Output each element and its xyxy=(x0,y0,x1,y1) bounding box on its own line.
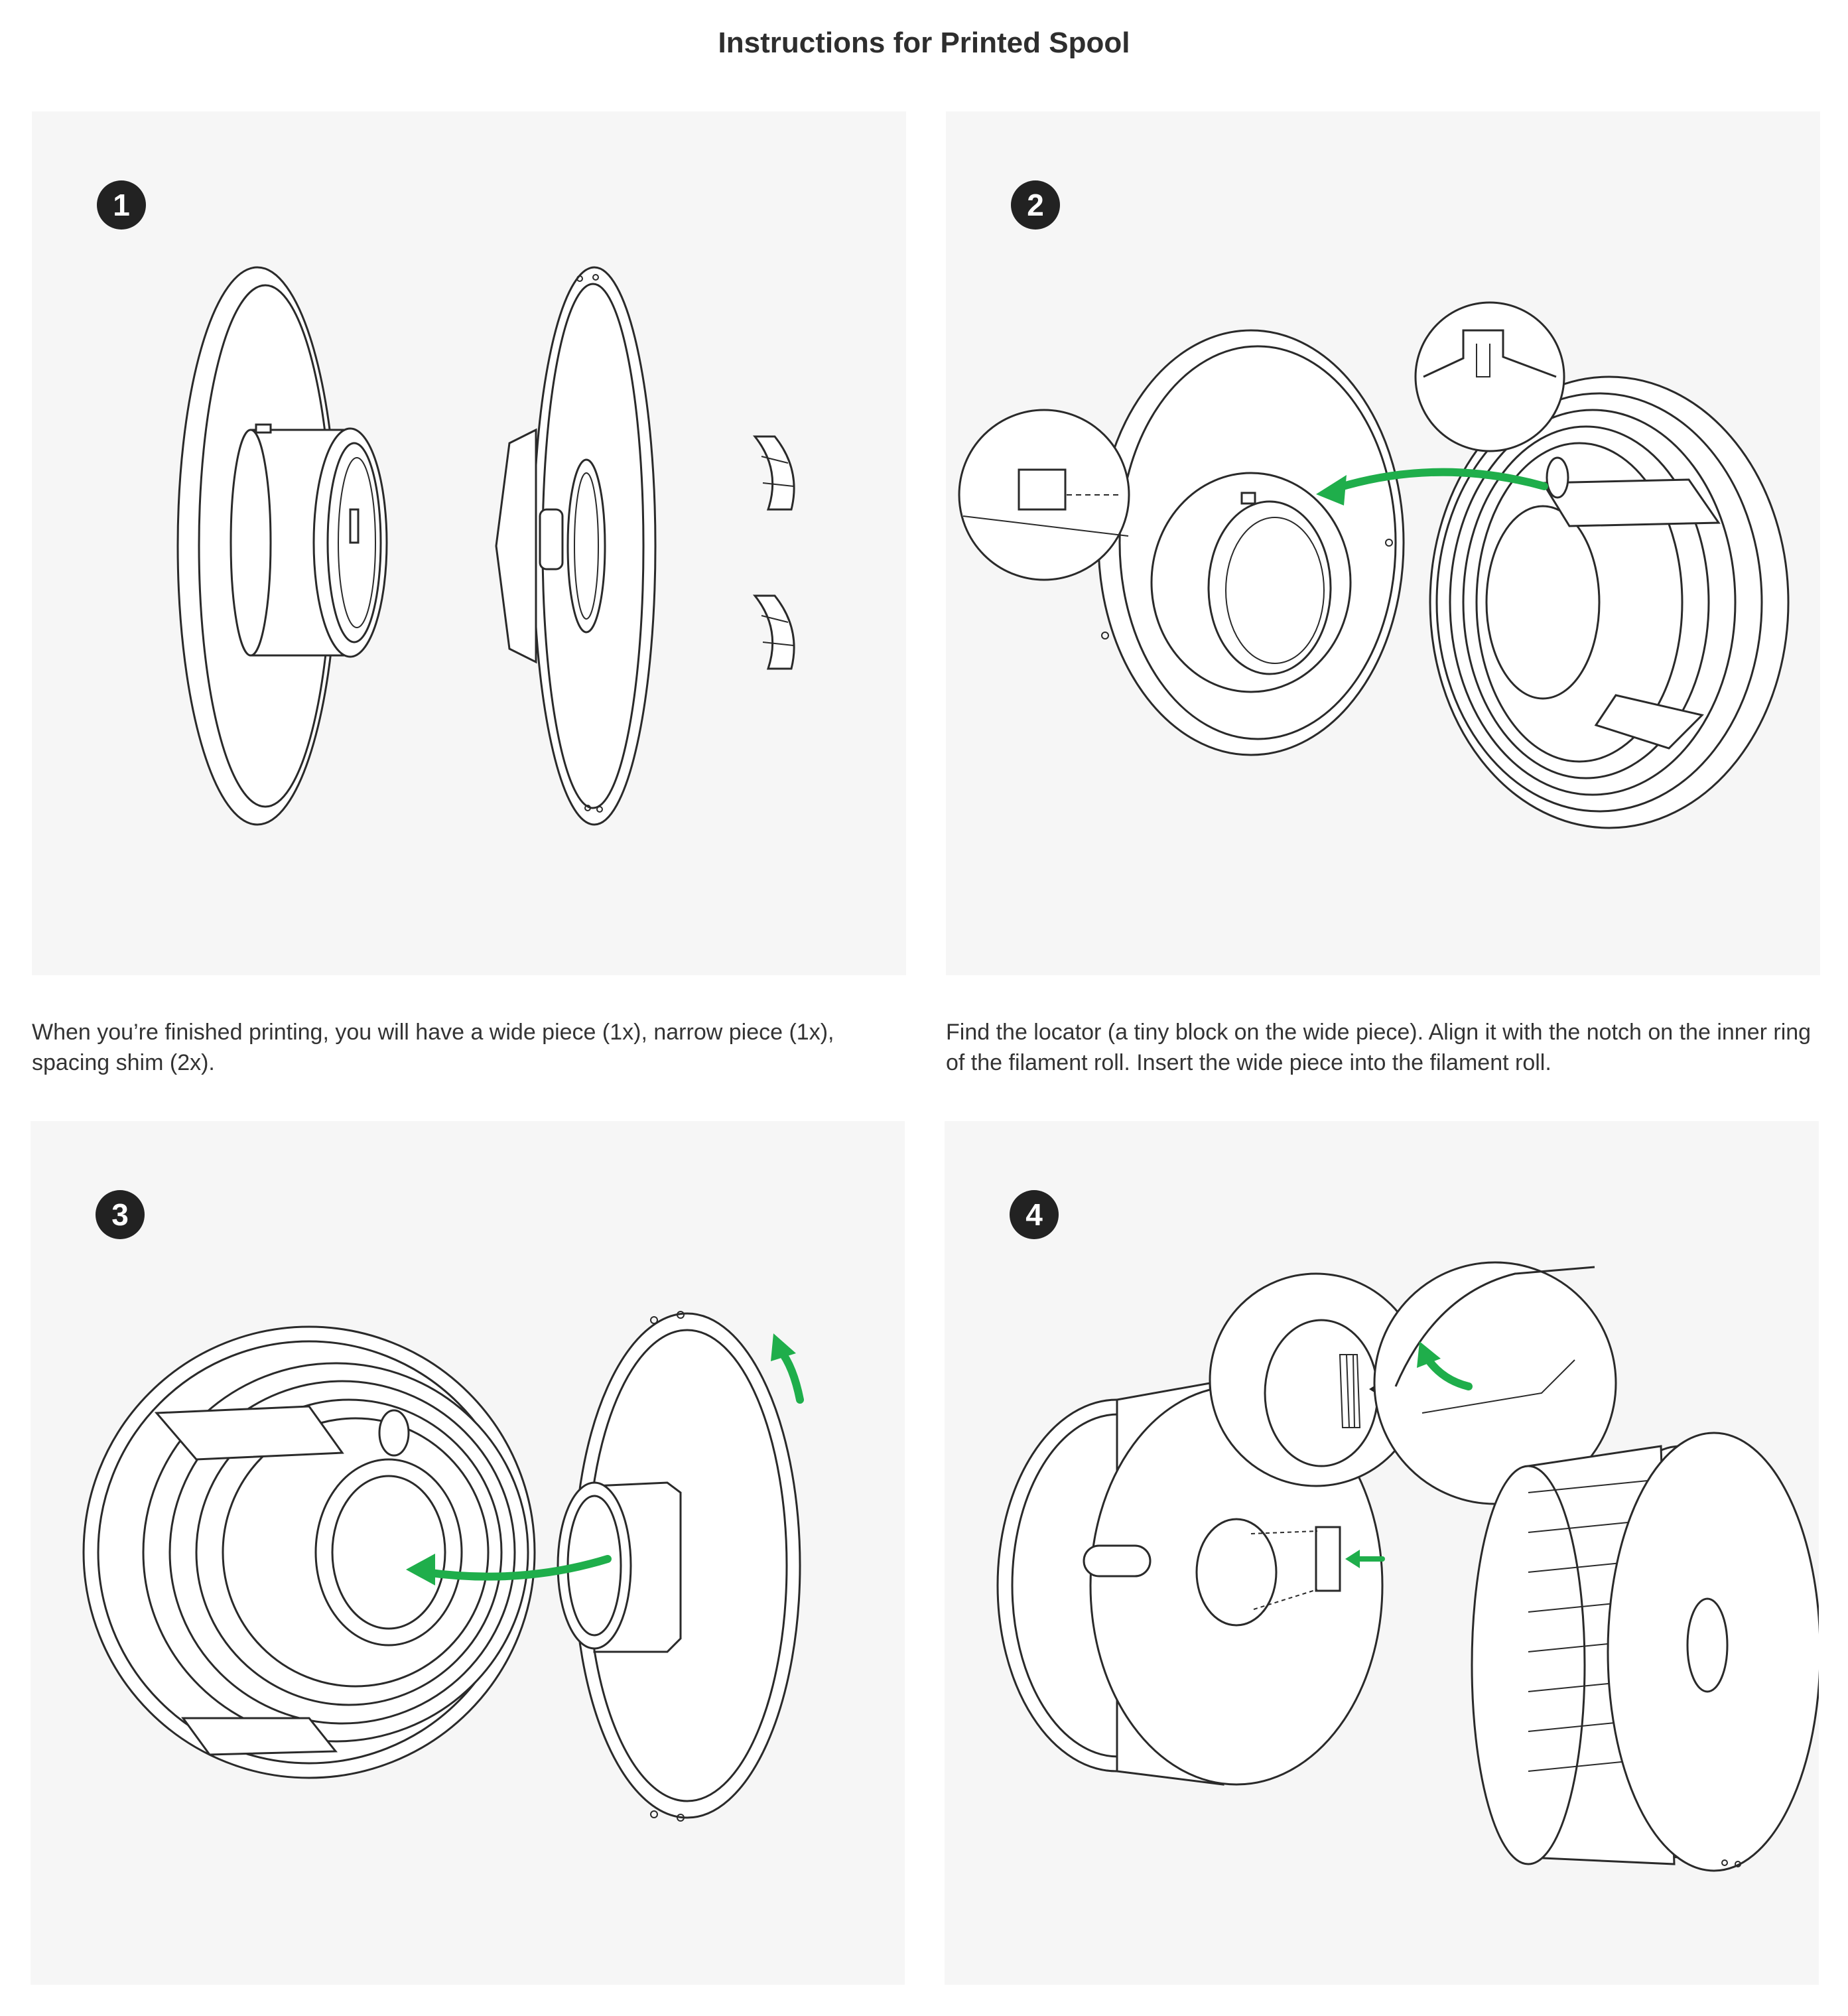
filament-spool xyxy=(82,1325,536,1779)
step-2-drawing xyxy=(958,301,1790,829)
arrow-head xyxy=(406,1554,435,1585)
step-2-badge: 2 xyxy=(1011,180,1060,230)
step-3-drawing xyxy=(82,1311,804,1822)
insert-arrow xyxy=(1328,468,1548,494)
filament-roll xyxy=(1429,375,1790,829)
shim-arrow-head xyxy=(1345,1550,1360,1568)
wide-piece xyxy=(1097,329,1405,756)
arrow-head xyxy=(1316,475,1347,505)
narrow-piece xyxy=(495,266,657,826)
step-2-illustration: 2 xyxy=(946,111,1820,975)
zoom-locator xyxy=(958,409,1130,581)
wide-piece xyxy=(176,266,388,826)
step-4-badge: 4 xyxy=(1010,1190,1059,1239)
narrow-piece xyxy=(557,1311,801,1822)
step-1-illustration: 1 xyxy=(32,111,906,975)
page-title: Instructions for Printed Spool xyxy=(718,27,1130,59)
filament-roll-right xyxy=(1471,1432,1819,1872)
spacing-shims xyxy=(752,435,795,670)
rotate-arrow-head xyxy=(771,1333,796,1361)
rotate-arrow xyxy=(776,1346,804,1404)
rotate-arrow-head xyxy=(1417,1341,1441,1368)
step-2-caption: Find the locator (a tiny block on the wi… xyxy=(946,1020,1812,1075)
step-1-caption: When you’re finished printing, you will … xyxy=(32,1020,834,1075)
insert-arrow xyxy=(421,1555,612,1581)
step-4-drawing xyxy=(996,1261,1819,1872)
zoom-notch xyxy=(1414,301,1565,452)
step-1-badge: 1 xyxy=(97,180,146,230)
step-3-badge: 3 xyxy=(96,1190,145,1239)
step-3-illustration: 3 xyxy=(31,1121,905,1985)
step-4-illustration: 4 xyxy=(945,1121,1819,1985)
step-1-drawing xyxy=(176,266,795,826)
